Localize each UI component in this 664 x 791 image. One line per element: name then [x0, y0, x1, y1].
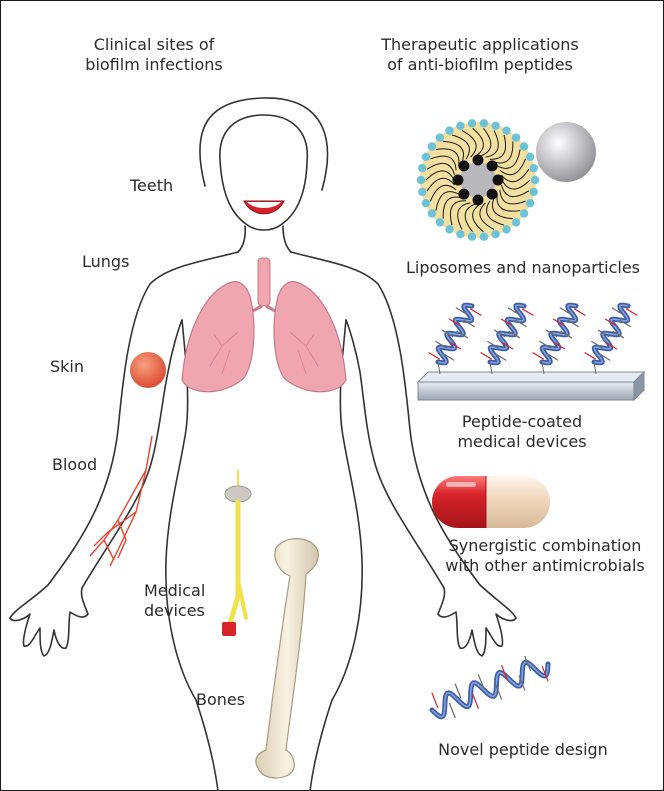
label-teeth: Teeth [130, 176, 173, 196]
designed-peptide-helix [432, 656, 548, 718]
liposome-illustration [417, 119, 539, 241]
lipid-head [418, 164, 426, 172]
lipid-head [422, 153, 430, 161]
label-skin: Skin [50, 357, 84, 377]
label-combination: Synergistic combination with other antim… [432, 536, 658, 576]
surface-peptide-2 [481, 305, 534, 363]
lungs-illustration [182, 258, 346, 392]
lipid-head [418, 188, 426, 196]
surface-peptide-4 [585, 305, 638, 363]
skin-illustration [130, 352, 166, 388]
lipid-head [512, 133, 520, 141]
lipid-head [491, 122, 499, 130]
encapsulated-particle [473, 155, 484, 166]
encapsulated-particle [453, 175, 464, 186]
lipid-head [436, 133, 444, 141]
surface-peptide-1 [429, 305, 482, 363]
label-coated-devices-line-1: Peptide-coated [410, 412, 634, 432]
label-coated-devices-line-2: medical devices [410, 432, 634, 452]
label-lungs: Lungs [82, 252, 129, 272]
left-heading: Clinical sites of biofilm infections [60, 35, 248, 75]
label-blood: Blood [52, 455, 97, 475]
lipid-head [428, 209, 436, 217]
lipid-head [480, 232, 488, 240]
encapsulated-particle [487, 189, 498, 200]
encapsulated-particle [458, 160, 469, 171]
right-heading-line-2: of anti-biofilm peptides [362, 55, 598, 75]
capsule-illustration [432, 476, 550, 528]
lipid-head [530, 164, 538, 172]
encapsulated-particle [458, 189, 469, 200]
lipid-head [468, 119, 476, 127]
lipid-head [436, 218, 444, 226]
lipid-head [428, 142, 436, 150]
label-medical-devices-line-1: Medical [144, 581, 205, 601]
catheter-illustration [222, 470, 251, 636]
encapsulated-particle [473, 195, 484, 206]
left-heading-line-2: biofilm infections [60, 55, 248, 75]
label-coated-devices: Peptide-coated medical devices [410, 412, 634, 452]
right-heading: Therapeutic applications of anti-biofilm… [362, 35, 598, 75]
label-combination-line-1: Synergistic combination [432, 536, 658, 556]
encapsulated-particle [493, 175, 504, 186]
surface-peptide-3 [533, 305, 586, 363]
nanoparticle-sphere [536, 122, 596, 182]
label-medical-devices-line-2: devices [144, 601, 205, 621]
lipid-head [456, 230, 464, 238]
lipid-head [491, 230, 499, 238]
lipid-head [512, 218, 520, 226]
left-heading-line-1: Clinical sites of [60, 35, 248, 55]
bone-illustration [256, 539, 318, 778]
lipid-head [520, 209, 528, 217]
lipid-head [445, 225, 453, 233]
lipid-head [526, 199, 534, 207]
encapsulated-particle [487, 160, 498, 171]
lipid-head [531, 176, 539, 184]
lipid-head [417, 176, 425, 184]
lipid-head [526, 153, 534, 161]
lipid-head [445, 126, 453, 134]
label-novel-design: Novel peptide design [410, 740, 636, 760]
teeth-illustration [244, 201, 284, 214]
label-bones: Bones [196, 690, 245, 710]
lipid-head [502, 126, 510, 134]
right-heading-line-1: Therapeutic applications [362, 35, 598, 55]
novel-peptide-illustration [432, 656, 548, 718]
lipid-head [480, 119, 488, 127]
label-combination-line-2: with other antimicrobials [432, 556, 658, 576]
coated-device-illustration [418, 305, 644, 400]
lipid-head [468, 232, 476, 240]
lipid-head [422, 199, 430, 207]
lipid-head [456, 122, 464, 130]
label-medical-devices: Medical devices [144, 581, 205, 621]
lipid-head [520, 142, 528, 150]
label-liposomes: Liposomes and nanoparticles [388, 258, 658, 278]
lipid-head [530, 188, 538, 196]
lipid-head [502, 225, 510, 233]
